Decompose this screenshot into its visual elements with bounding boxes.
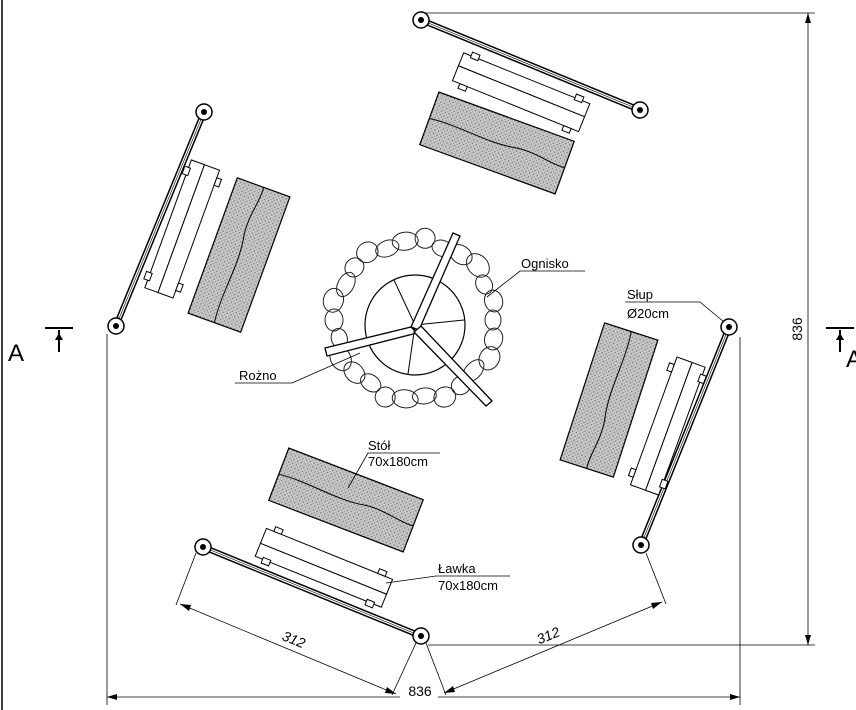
stone bbox=[391, 231, 419, 251]
fire-pit-stones bbox=[322, 227, 504, 409]
label-post-size: Ø20cm bbox=[627, 306, 669, 321]
stone bbox=[322, 287, 345, 313]
spit-arm bbox=[413, 325, 493, 407]
stone bbox=[483, 289, 504, 313]
bench-right bbox=[627, 356, 707, 496]
seating-set-bottom bbox=[194, 447, 430, 645]
stone bbox=[414, 227, 436, 249]
dimension-overall-height: 836 bbox=[789, 317, 805, 341]
label-table-size: 70x180cm bbox=[368, 454, 428, 469]
section-mark-right: A bbox=[846, 346, 856, 373]
table-top bbox=[418, 91, 576, 195]
table-left bbox=[187, 176, 291, 334]
stone bbox=[433, 386, 457, 408]
stone bbox=[375, 239, 400, 258]
section-marker-right: A bbox=[826, 327, 856, 373]
stone bbox=[336, 271, 356, 298]
label-fire: Ognisko bbox=[521, 256, 569, 271]
stone bbox=[475, 274, 494, 295]
spit-arm bbox=[410, 232, 461, 331]
bench-left bbox=[143, 159, 223, 299]
stone bbox=[360, 373, 382, 393]
seating-set-top bbox=[412, 11, 649, 195]
dimension-label-bg bbox=[400, 681, 438, 699]
bench-bottom bbox=[254, 526, 394, 609]
label-spit: Rożno bbox=[239, 368, 277, 383]
fire-divider bbox=[393, 279, 416, 326]
fire-pit bbox=[322, 227, 504, 409]
stone bbox=[483, 327, 504, 351]
leader-lines bbox=[235, 270, 725, 584]
section-mark-left: A bbox=[8, 340, 24, 367]
stone bbox=[344, 257, 365, 278]
dimension-arrows bbox=[107, 13, 811, 700]
label-table-name: Stół bbox=[368, 438, 391, 453]
fire-divider bbox=[414, 319, 465, 326]
stone bbox=[478, 346, 501, 371]
stone bbox=[465, 253, 490, 278]
spit bbox=[324, 232, 493, 407]
seating-set-left bbox=[107, 103, 291, 335]
stone bbox=[391, 389, 419, 409]
stone bbox=[324, 308, 344, 332]
label-bench-size: 70x180cm bbox=[438, 578, 498, 593]
stone bbox=[374, 386, 396, 408]
dimension-side-right: 312 bbox=[534, 623, 562, 647]
label-bench-name: Ławka bbox=[438, 561, 476, 576]
stone bbox=[484, 309, 502, 331]
label-post-name: Słup bbox=[627, 287, 653, 302]
dimension-overall-width: 836 bbox=[408, 683, 432, 699]
seating-set-right bbox=[559, 318, 738, 554]
bench-top bbox=[451, 51, 591, 134]
section-marker-left: A bbox=[8, 327, 73, 367]
stone bbox=[411, 387, 437, 405]
table-right bbox=[559, 322, 659, 478]
stone bbox=[343, 361, 366, 384]
stone bbox=[356, 241, 379, 264]
